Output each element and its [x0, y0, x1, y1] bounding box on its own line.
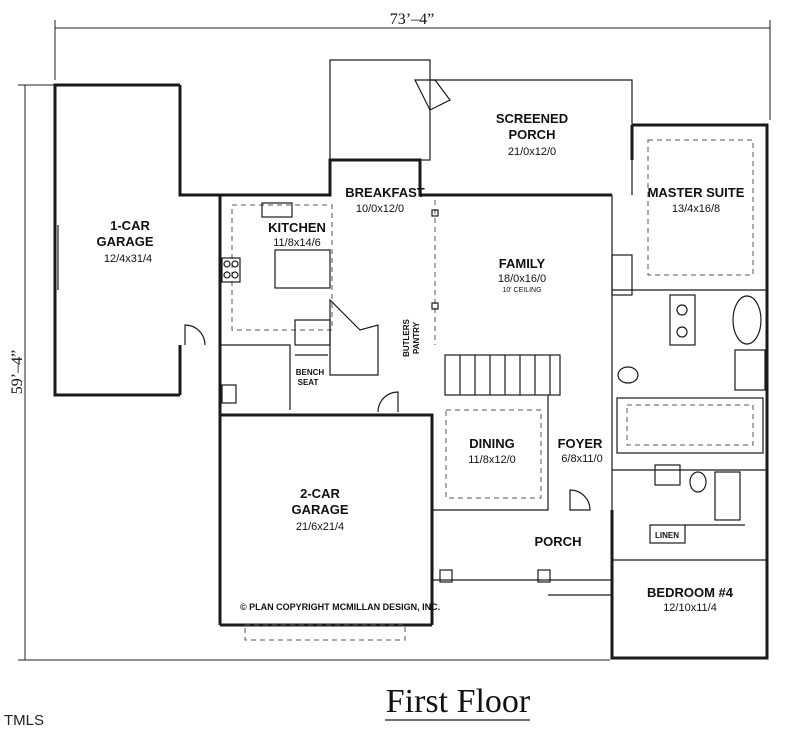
garage-2-car: 2-CAR GARAGE 21/6x21/4 © PLAN COPYRIGHT … — [218, 413, 440, 641]
width-label: 73’–4” — [390, 11, 434, 28]
garage1-label-2: GARAGE — [96, 234, 153, 249]
family-size: 18/0x16/0 — [498, 273, 546, 285]
mudroom: BENCH SEAT — [220, 344, 399, 413]
family-label: FAMILY — [499, 256, 546, 271]
width-dimension: 73’–4” — [54, 11, 771, 120]
breakfast-label: BREAKFAST — [345, 185, 425, 200]
bedroom4-label: BEDROOM #4 — [647, 585, 734, 600]
fireplace-icon — [611, 254, 633, 296]
screened-porch: SCREENED PORCH 21/0x12/0 — [329, 59, 633, 197]
front-door-icon — [569, 489, 591, 511]
kitchen-island — [274, 249, 331, 289]
butlers-label: BUTLERS — [402, 318, 411, 356]
tub-icon — [732, 295, 762, 345]
toilet-icon — [617, 366, 639, 384]
master-suite: MASTER SUITE 13/4x16/8 — [612, 123, 769, 470]
pantry-label: PANTRY — [412, 321, 421, 354]
sink-icon — [261, 202, 293, 218]
garage2-size: 21/6x21/4 — [296, 521, 344, 533]
dining-size: 11/8x12/0 — [468, 454, 516, 466]
kitchen-label: KITCHEN — [268, 220, 326, 235]
cooktop-icon — [221, 257, 241, 283]
foyer-label: FOYER — [558, 436, 603, 451]
master-size: 13/4x16/8 — [672, 203, 720, 215]
depth-label: 59’–4” — [9, 350, 26, 394]
pantry-walls — [329, 298, 379, 376]
foyer-size: 6/8x11/0 — [561, 453, 602, 465]
linen-label: LINEN — [655, 531, 679, 540]
porch-label-2: PORCH — [509, 127, 556, 142]
seat-label: SEAT — [298, 378, 319, 387]
screened-label: SCREENED — [496, 111, 568, 126]
staircase — [444, 354, 561, 396]
bath-tub-icon — [714, 471, 741, 521]
screened-size: 21/0x12/0 — [508, 146, 556, 158]
garage1-size: 12/4x31/4 — [104, 253, 152, 265]
vanity-icon — [669, 294, 696, 346]
family-ceiling-note: 10' CEILING — [502, 287, 541, 294]
door-swing-icon — [377, 391, 399, 413]
garage2-label-2: GARAGE — [291, 502, 348, 517]
bedroom-4: LINEN BEDROOM #4 12/10x11/4 — [610, 464, 769, 660]
front-porch: PORCH — [432, 534, 612, 596]
family-room: FAMILY 18/0x16/0 10' CEILING — [431, 195, 633, 350]
garage1-label: 1-CAR — [110, 218, 150, 233]
logo-text: TMLS — [4, 712, 44, 729]
depth-dimension: 59’–4” — [9, 84, 610, 661]
garage-1-car: 1-CAR GARAGE 12/4x31/4 — [53, 83, 222, 397]
closet — [616, 397, 764, 454]
kitchen-size: 11/8x14/6 — [273, 237, 321, 249]
breakfast-size: 10/0x12/0 — [356, 203, 404, 215]
dining-room: DINING 11/8x12/0 — [431, 395, 549, 511]
page-title: First Floor — [386, 683, 531, 720]
copyright-text: © PLAN COPYRIGHT MCMILLAN DESIGN, INC. — [240, 602, 440, 612]
master-label: MASTER SUITE — [648, 185, 745, 200]
kitchen-area: BREAKFAST 10/0x12/0 KITCHEN 11/8x14/6 BU… — [218, 158, 435, 430]
foyer: FOYER 6/8x11/0 — [558, 350, 613, 511]
garage2-label: 2-CAR — [300, 486, 340, 501]
garage-door-swing-icon — [184, 324, 206, 346]
dining-label: DINING — [469, 436, 515, 451]
shower-icon — [734, 349, 766, 391]
bedroom4-size: 12/10x11/4 — [663, 602, 717, 614]
bench-label: BENCH — [296, 368, 325, 377]
porch-label: PORCH — [535, 534, 582, 549]
